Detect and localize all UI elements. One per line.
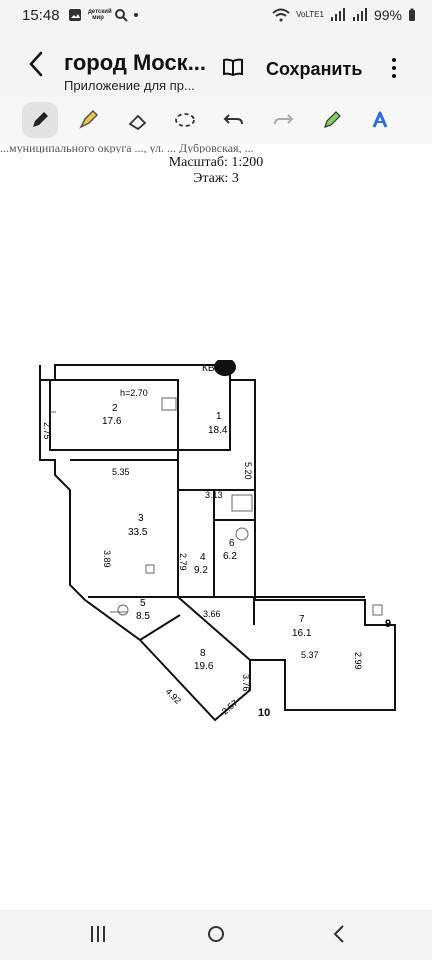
color-pen-tool[interactable] <box>314 102 350 138</box>
room-1-id: 1 <box>216 411 222 422</box>
highlighter-tool[interactable] <box>70 102 106 138</box>
dimension-5-20: 5.20 <box>243 462 253 480</box>
back-arrow-icon[interactable] <box>26 50 46 78</box>
color-pen-icon <box>324 111 341 128</box>
room-4-area: 9.2 <box>194 565 208 576</box>
app-bar: город Моск... Приложение для пр... Сохра… <box>0 34 432 96</box>
redo-icon <box>274 114 294 125</box>
room-2-id: 2 <box>112 403 118 414</box>
room-7-id: 7 <box>299 614 305 625</box>
room-5-id: 5 <box>140 598 146 609</box>
eraser-icon <box>128 114 147 131</box>
undo-icon <box>223 114 243 125</box>
undo-tool[interactable] <box>216 102 252 138</box>
more-icon[interactable] <box>388 56 400 80</box>
save-button[interactable]: Сохранить <box>266 59 363 79</box>
image-icon <box>69 9 81 21</box>
dimension-3-66: 3.66 <box>203 609 221 619</box>
document-view[interactable]: ...муниципального округа ..., ул. ... Ду… <box>0 144 432 910</box>
room-8-id: 8 <box>200 648 206 659</box>
annotation-toolbar <box>0 96 432 145</box>
home-icon[interactable] <box>204 922 228 946</box>
lasso-icon <box>175 113 195 127</box>
redo-tool[interactable] <box>265 102 301 138</box>
room-10-id: 10 <box>258 707 270 719</box>
text-icon <box>372 111 388 128</box>
page-subtitle: Приложение для пр... <box>64 78 195 93</box>
floor-label: Этаж: 3 <box>193 171 239 186</box>
back-icon[interactable] <box>328 922 352 946</box>
dimension-5-35: 5.35 <box>112 467 130 477</box>
status-left-icons: детский мир <box>68 8 138 22</box>
dimension-5-37: 5.37 <box>301 650 319 660</box>
wifi-icon <box>272 8 290 22</box>
status-dot <box>134 13 138 17</box>
room-2-area: 17.6 <box>102 416 122 427</box>
room-7-area: 16.1 <box>292 628 312 639</box>
kv-marker <box>214 360 236 376</box>
pen-tool[interactable] <box>22 102 58 138</box>
status-time: 15:48 <box>22 7 60 24</box>
network-label: VoLTE1 <box>296 10 324 19</box>
highlighter-icon <box>79 109 99 129</box>
scale-label: Масштаб: 1:200 <box>168 155 264 170</box>
lasso-tool[interactable] <box>167 102 203 138</box>
room-9-id: 9 <box>385 618 391 630</box>
room-3-id: 3 <box>138 513 144 524</box>
store-icon: детский мир <box>88 9 112 21</box>
height-label: h=2.70 <box>120 388 148 398</box>
pen-icon <box>33 112 48 127</box>
recent-icon[interactable] <box>86 922 110 946</box>
dimension-3-89: 3.89 <box>102 550 112 568</box>
kv-label: КВ <box>202 363 215 374</box>
dimension-2-79: 2.79 <box>178 553 188 571</box>
signal-icon <box>330 8 345 21</box>
room-6-id: 6 <box>229 538 235 549</box>
room-4-id: 4 <box>200 552 206 563</box>
dimension-3-13: 3.13 <box>205 490 223 500</box>
signal-icon-2 <box>352 8 367 21</box>
room-6-area: 6.2 <box>223 551 237 562</box>
battery-label: 99% <box>373 7 402 23</box>
room-1-area: 18.4 <box>208 425 228 436</box>
navigation-bar <box>0 910 432 960</box>
status-bar: 15:48 детский мир VoLTE1 99% <box>0 0 432 34</box>
room-8-area: 19.6 <box>194 661 214 672</box>
battery-icon <box>409 8 415 21</box>
dimension-2-99: 2.99 <box>353 652 363 670</box>
room-3-area: 33.5 <box>128 527 148 538</box>
book-icon[interactable] <box>222 58 244 76</box>
dimension-3-76: 3.76 <box>241 674 251 692</box>
dimension-4-92: 4.92 <box>164 686 183 705</box>
document-top-text: ...муниципального округа ..., ул. ... Ду… <box>0 144 254 153</box>
dimension-2-75: 2.75 <box>42 422 52 440</box>
page-title: город Моск... <box>64 50 207 75</box>
room-5-area: 8.5 <box>136 611 150 622</box>
eraser-tool[interactable] <box>120 102 156 138</box>
search-icon <box>115 9 128 22</box>
floor-plan: КВ h=2.70 2 17.6 1 18.4 3 33.5 4 9.2 6 6… <box>39 360 396 722</box>
status-right-icons: VoLTE1 99% <box>272 7 416 23</box>
text-tool[interactable] <box>362 102 398 138</box>
